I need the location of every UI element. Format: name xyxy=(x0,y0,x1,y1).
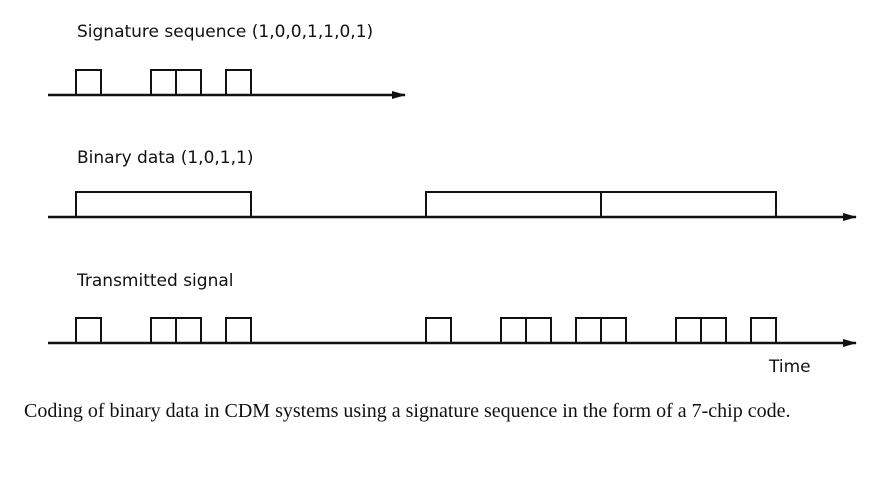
signature-chip xyxy=(225,69,252,96)
binary-data-waveform xyxy=(75,191,777,218)
transmitted-chip xyxy=(175,317,202,344)
signature-chip xyxy=(75,69,102,96)
transmitted-chip xyxy=(500,317,527,344)
figure-caption: Coding of binary data in CDM systems usi… xyxy=(24,400,791,422)
transmitted-chip xyxy=(225,317,252,344)
transmitted-chip xyxy=(675,317,702,344)
data-bit-pulse xyxy=(75,191,252,218)
signature-chip xyxy=(150,69,177,96)
time-axis-label: Time xyxy=(768,357,811,377)
transmitted-chip xyxy=(600,317,627,344)
signature-chip xyxy=(175,69,202,96)
signature-waveform xyxy=(75,69,252,96)
data-bit-pulse xyxy=(600,191,777,218)
data-bit-pulse xyxy=(425,191,602,218)
transmitted-waveform xyxy=(75,317,777,344)
transmitted-chip xyxy=(700,317,727,344)
binary-data-label: Binary data (1,0,1,1) xyxy=(77,148,253,168)
transmitted-chip xyxy=(750,317,777,344)
transmitted-chip xyxy=(575,317,602,344)
signature-label: Signature sequence (1,0,0,1,1,0,1) xyxy=(77,22,373,42)
transmitted-label: Transmitted signal xyxy=(76,271,233,291)
cdm-diagram: Signature sequence (1,0,0,1,1,0,1) Binar… xyxy=(48,22,857,377)
transmitted-chip xyxy=(75,317,102,344)
transmitted-chip xyxy=(425,317,452,344)
transmitted-chip xyxy=(525,317,552,344)
transmitted-chip xyxy=(150,317,177,344)
